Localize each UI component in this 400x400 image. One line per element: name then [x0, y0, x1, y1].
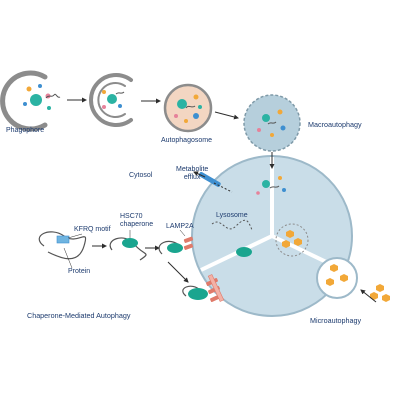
- microautophagy: [275, 223, 390, 303]
- cargo-teal: [198, 105, 202, 109]
- cargo-yellow: [193, 94, 199, 100]
- kfrq-motif-box: [56, 235, 70, 244]
- cargo-hexagon: [340, 274, 348, 282]
- label-kfrq-motif: KFRQ motif: [74, 226, 111, 233]
- inner-membrane: [97, 82, 126, 118]
- protein-strand: [269, 185, 280, 189]
- micro-vesicle: [275, 223, 309, 257]
- label-metabolite-efflux: Metabolite efflux: [176, 166, 209, 182]
- cargo-blue: [193, 113, 199, 119]
- cargo-pink: [102, 105, 106, 109]
- efflux-arrow: [193, 171, 206, 178]
- label-microautophagy: Microautophagy: [310, 316, 362, 325]
- hsc70-complex: [109, 230, 147, 261]
- cargo-yellow: [278, 176, 282, 180]
- lamp2a-binding: [158, 229, 194, 255]
- label-cytosol: Cytosol: [129, 172, 153, 179]
- cargo-teal: [107, 94, 117, 104]
- autophagosome-body: [163, 83, 213, 133]
- autolysosome: [243, 94, 301, 152]
- cargo-yellow: [270, 133, 274, 137]
- label-phagophore: Phagophore: [6, 127, 45, 134]
- cargo-yellow: [26, 86, 32, 92]
- lamp2a-multimer: [182, 274, 225, 303]
- metabolite-efflux: [193, 171, 233, 193]
- lamp2a-receptor: [183, 243, 194, 250]
- lamp2a-receptor: [183, 236, 194, 243]
- cargo-yellow: [184, 119, 188, 123]
- label-macroautophagy: Macroautophagy: [308, 120, 362, 129]
- arrow-cargo-to-lysosome: [360, 289, 377, 303]
- cargo-yellow: [277, 109, 283, 115]
- arrow-to-translocation: [167, 261, 189, 283]
- cargo-teal: [47, 106, 51, 110]
- protein-strand: [267, 121, 277, 125]
- cargo-hexagon: [330, 264, 338, 272]
- degraded-cargo: [256, 176, 286, 195]
- phagophore: [0, 70, 61, 132]
- phagophore-membrane: [0, 70, 48, 132]
- cargo-blue: [23, 102, 27, 106]
- kfrq-leader: [67, 233, 83, 239]
- hsc70-chaperone: [236, 247, 252, 257]
- cargo-teal: [177, 99, 187, 109]
- cargo-blue: [282, 188, 286, 192]
- closing-phagophore: [89, 73, 133, 127]
- translocation: [211, 219, 253, 257]
- membrane-invagination: [316, 257, 358, 299]
- cargo-blue: [280, 125, 286, 131]
- protein-leader: [63, 247, 73, 269]
- hsc70-chaperone: [188, 288, 208, 300]
- cargo-hexagon: [294, 238, 302, 246]
- cargo-teal: [262, 114, 270, 122]
- efflux-dashed-line: [213, 182, 233, 193]
- cargo-pink: [257, 128, 261, 132]
- label-hsc70-chaperone: HSC70 chaperone: [120, 213, 154, 229]
- label-autophagosome: Autophagosome: [161, 137, 212, 144]
- protein-strand: [185, 105, 196, 109]
- cargo-teal: [262, 180, 270, 188]
- protein-strand: [45, 93, 61, 99]
- outer-membrane: [89, 73, 133, 127]
- cma-protein: [38, 231, 87, 269]
- label-protein: Protein: [68, 268, 91, 275]
- cargo-hexagon: [326, 278, 334, 286]
- lamp2a-channel: [207, 274, 225, 302]
- label-lamp2a: LAMP2A: [166, 223, 194, 230]
- cargo-pink: [174, 114, 178, 118]
- translocating-protein: [211, 219, 253, 231]
- label-chaperone-mediated-autophagy: Chaperone-Mediated Autophagy: [27, 311, 131, 320]
- cargo-pink: [256, 191, 260, 195]
- hsc70-chaperone: [122, 238, 138, 248]
- cargo-blue: [118, 104, 122, 108]
- label-lysosome: Lysosome: [216, 212, 248, 219]
- cargo-hexagon: [370, 292, 378, 300]
- cargo-hexagon: [286, 230, 294, 238]
- hsc70-chaperone: [167, 243, 183, 253]
- cargo-hexagon: [282, 240, 290, 248]
- arrow-to-fusion: [214, 111, 239, 120]
- lamp2a-leader: [179, 229, 186, 237]
- cargo-yellow: [102, 90, 106, 94]
- cargo-hexagon: [382, 294, 390, 302]
- cargo-blue: [38, 84, 42, 88]
- cargo-hexagon: [376, 284, 384, 292]
- protein-strand: [115, 91, 125, 95]
- autophagosome: [163, 83, 213, 133]
- cargo-teal: [30, 94, 42, 106]
